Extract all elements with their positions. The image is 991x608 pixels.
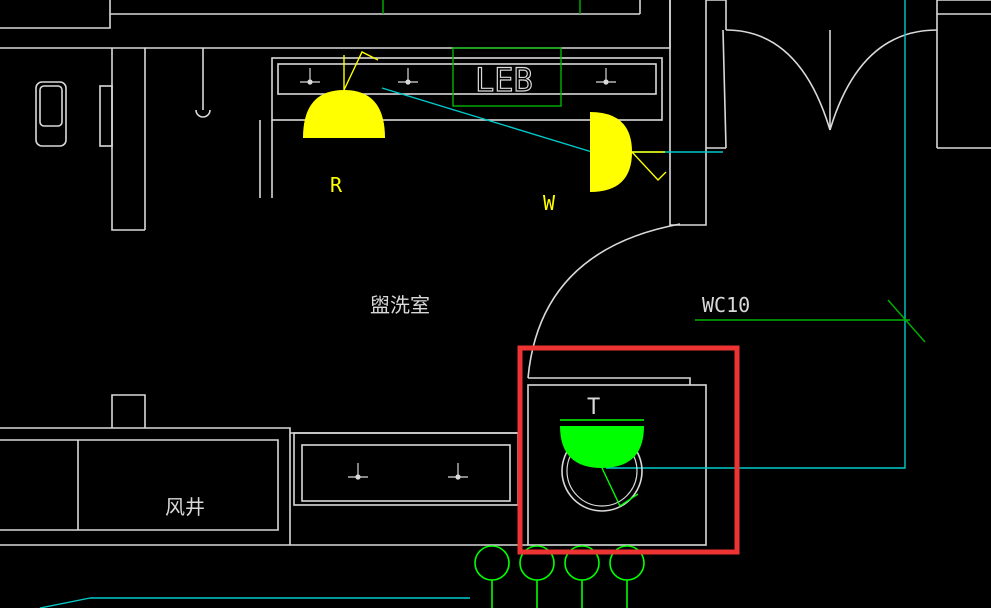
lamp-t-icon — [560, 419, 644, 512]
sink-markers — [300, 68, 616, 480]
green-lines — [382, 0, 926, 343]
room-label: 盥洗室 — [370, 293, 430, 317]
leb-label: LEB — [475, 61, 533, 99]
lamp-r-icon — [303, 51, 385, 138]
shaft-label: 风井 — [165, 495, 205, 519]
lamp-w-label: W — [543, 191, 556, 215]
lamp-r-label: R — [330, 173, 343, 197]
lamp-t-label: T — [587, 395, 600, 420]
wiring — [39, 0, 906, 608]
wc-label: WC10 — [702, 293, 750, 317]
highlight-box — [517, 345, 740, 555]
walls — [0, 0, 991, 546]
bottom-circles — [474, 545, 645, 608]
lamp-w-icon — [590, 112, 667, 192]
